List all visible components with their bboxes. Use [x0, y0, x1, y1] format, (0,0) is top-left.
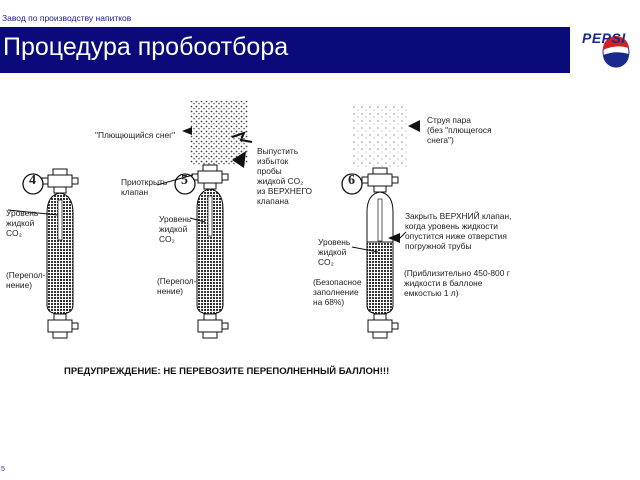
- step6-steam-label: Струя пара (без "плющегося снега"): [427, 115, 492, 145]
- step4-note-label: (Перепол- нение): [6, 270, 46, 290]
- step4-level-label: Уровень жидкой CO₂: [6, 208, 39, 238]
- pepsi-wordmark: PEPSI: [582, 30, 626, 46]
- page-title: Процедура пробоотбора: [3, 33, 289, 61]
- step5-release-label: Выпустить избыток пробы жидкой CO₂ из ВЕ…: [257, 146, 313, 206]
- step-number-5: 5: [181, 173, 188, 188]
- warning-text: ПРЕДУПРЕЖДЕНИЕ: НЕ ПЕРЕВОЗИТЕ ПЕРЕПОЛНЕН…: [64, 366, 390, 377]
- pepsi-globe-icon: [602, 35, 630, 68]
- cylinder-4: [7, 168, 79, 339]
- step-number-4: 4: [29, 173, 36, 188]
- cylinder-6: [341, 106, 420, 339]
- cylinder-5: [156, 101, 253, 339]
- slide-footer-mark: 5: [1, 466, 5, 473]
- step5-snow-label: "Плющющийся снег": [95, 130, 176, 140]
- step5-note-label: (Перепол- нение): [157, 276, 197, 296]
- step6-note-label: (Безопасное заполнение на 68%): [313, 277, 362, 307]
- title-bar: Процедура пробоотбора: [0, 27, 570, 73]
- step5-level-label: Уровень жидкой CO₂: [159, 214, 192, 244]
- company-subtitle: Завод по производству напитков: [2, 13, 132, 23]
- step6-level-label: Уровень жидкой CO₂: [318, 237, 351, 267]
- step6-close-label: Закрыть ВЕРХНИЙ клапан, когда уровень жи…: [405, 211, 512, 251]
- pepsi-logo: PEPSI: [578, 22, 638, 70]
- step5-valve-label: Приоткрыть клапан: [121, 177, 168, 197]
- step6-approx-label: (Приблизительно 450-800 г жидкости в бал…: [404, 268, 510, 298]
- step-number-6: 6: [348, 173, 355, 188]
